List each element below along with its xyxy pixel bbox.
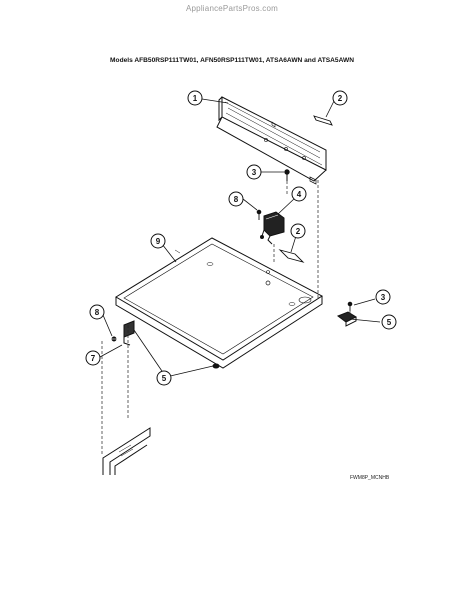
diagram-code: FWM8P_MCNHB xyxy=(350,475,390,481)
hinge-part-right xyxy=(336,311,358,327)
svg-text:3: 3 xyxy=(381,293,386,302)
callout-9: 9 xyxy=(150,233,166,249)
callout-4: 4 xyxy=(291,186,307,202)
screw-part-8-top xyxy=(256,209,262,220)
callout-2-top: 2 xyxy=(332,90,348,106)
models-title: Models AFB50RSP111TW01, AFN50RSP111TW01,… xyxy=(110,57,354,64)
label-part xyxy=(278,249,305,263)
screw-part-right xyxy=(347,301,353,311)
svg-text:8: 8 xyxy=(234,195,239,204)
top-cover xyxy=(115,237,323,369)
svg-text:5: 5 xyxy=(387,318,392,327)
svg-text:4: 4 xyxy=(297,190,302,199)
switch-assembly-part xyxy=(260,211,285,245)
callout-7: 7 xyxy=(85,350,101,366)
svg-text:2: 2 xyxy=(296,227,301,236)
watermark: AppliancePartsPros.com xyxy=(186,4,278,13)
callout-3-top: 3 xyxy=(246,164,262,180)
svg-text:2: 2 xyxy=(338,94,343,103)
svg-text:7: 7 xyxy=(91,354,96,363)
callout-1: 1 xyxy=(187,90,203,106)
svg-text:8: 8 xyxy=(95,308,100,317)
leader-lines xyxy=(99,98,381,378)
svg-text:3: 3 xyxy=(252,168,257,177)
callout-3-right: 3 xyxy=(375,289,391,305)
svg-text:1: 1 xyxy=(193,94,198,103)
label-strip-part xyxy=(313,115,333,126)
hinge-pin-part xyxy=(212,363,220,369)
cabinet-corner xyxy=(102,427,151,475)
svg-text:9: 9 xyxy=(156,237,161,246)
callout-5-right: 5 xyxy=(381,314,397,330)
callout-8-top: 8 xyxy=(228,191,244,207)
screw-part-8-left xyxy=(110,336,118,342)
control-panel-part xyxy=(216,96,327,185)
callout-8-left: 8 xyxy=(89,304,105,320)
callout-5-bottom: 5 xyxy=(156,370,172,386)
callout-2-middle: 2 xyxy=(290,223,306,239)
svg-text:5: 5 xyxy=(162,374,167,383)
screw-part-top xyxy=(284,169,290,181)
hinge-bracket-part xyxy=(123,320,135,346)
alignment-lines xyxy=(101,180,351,455)
